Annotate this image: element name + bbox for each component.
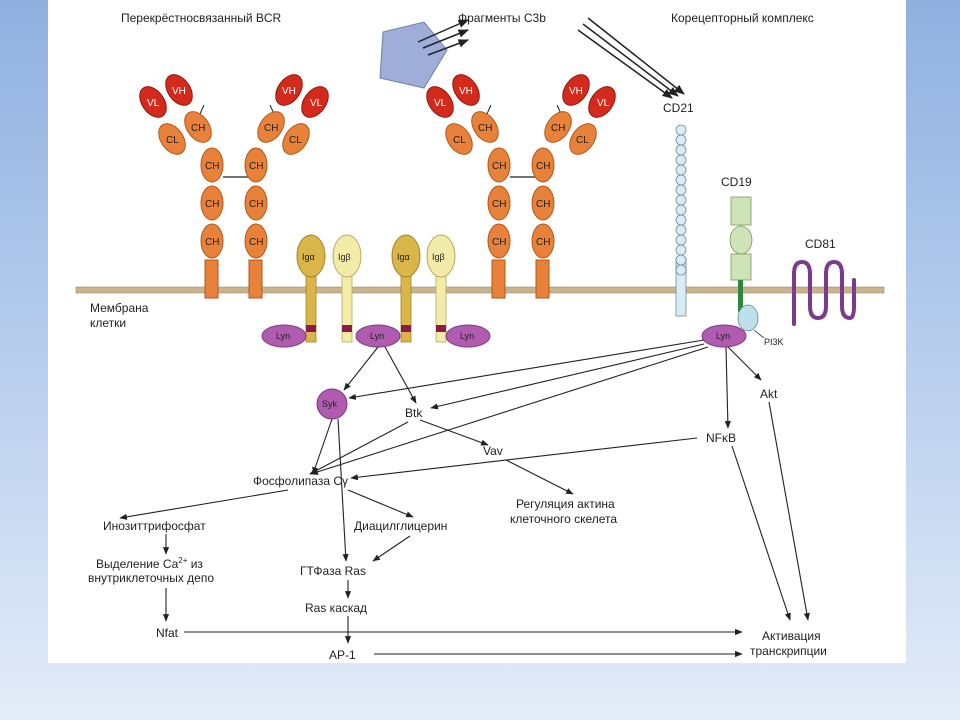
svg-text:CH: CH <box>536 161 550 172</box>
svg-text:CD21: CD21 <box>663 101 694 115</box>
svg-text:CH: CH <box>249 199 263 210</box>
svg-text:VH: VH <box>282 86 296 97</box>
bcr-left: CH CH CH CH CH CH CH CH CL CL VH VL VH V… <box>139 74 329 299</box>
svg-text:CH: CH <box>205 161 219 172</box>
svg-text:CH: CH <box>249 161 263 172</box>
cell-membrane <box>75 286 885 294</box>
dag-label: Диацилглицерин <box>354 519 447 533</box>
nfkb-label: NFκB <box>706 431 736 445</box>
membrane-label-line2: клетки <box>90 316 126 330</box>
antigen-arrows <box>417 19 469 56</box>
bcr-signaling-diagram: Перекрёстносвязанный BCR Фрагменты C3b К… <box>75 11 885 662</box>
svg-text:CD81: CD81 <box>805 237 836 251</box>
svg-text:Lyn: Lyn <box>276 331 290 341</box>
svg-text:VL: VL <box>310 98 323 109</box>
bcr-right: CH CH CH CH CH CH CH CH CL CL VH VL VH V… <box>426 74 616 299</box>
btk-label: Btk <box>405 406 423 420</box>
svg-text:CH: CH <box>536 237 550 248</box>
svg-text:Lyn: Lyn <box>716 331 730 341</box>
svg-text:CH: CH <box>249 237 263 248</box>
svg-text:CH: CH <box>205 237 219 248</box>
lyn-kinases: Lyn Lyn Lyn Lyn <box>261 324 747 348</box>
transcription-label-line2: транскрипции <box>750 644 827 658</box>
svg-text:CH: CH <box>191 123 205 134</box>
svg-text:CH: CH <box>492 199 506 210</box>
ap1-label: AP-1 <box>329 648 356 662</box>
akt-label: Akt <box>760 387 778 401</box>
igb-label: Igβ <box>338 252 351 262</box>
svg-text:CL: CL <box>453 135 466 146</box>
ras-label: ГТФаза Ras <box>300 564 366 578</box>
plcg-label: Фосфолипаза Cγ <box>253 474 348 488</box>
antigen-pentagon <box>379 21 448 89</box>
svg-text:Lyn: Lyn <box>370 331 384 341</box>
ca-release-line2: внутриклеточных депо <box>88 571 214 585</box>
svg-text:CH: CH <box>205 199 219 210</box>
cd19-receptor: CD19 PI3K <box>721 175 784 347</box>
svg-text:CD19: CD19 <box>721 175 752 189</box>
signaling-arrows <box>119 339 810 658</box>
svg-text:CL: CL <box>289 135 302 146</box>
syk-label: Syk <box>322 399 338 409</box>
svg-text:VH: VH <box>569 86 583 97</box>
pi3k-shape <box>737 304 759 332</box>
actin-label-line1: Регуляция актина <box>516 497 615 511</box>
pi3k-label: PI3K <box>764 337 784 347</box>
vav-label: Vav <box>483 444 503 458</box>
svg-text:CH: CH <box>478 123 492 134</box>
svg-text:CH: CH <box>492 161 506 172</box>
igb-label: Igβ <box>432 252 445 262</box>
svg-text:Lyn: Lyn <box>460 331 474 341</box>
membrane-label-line1: Мембрана <box>90 301 149 315</box>
ca-release-line1: Выделение Ca2+ из <box>96 556 203 571</box>
svg-text:CL: CL <box>166 135 179 146</box>
svg-text:VL: VL <box>434 98 447 109</box>
svg-text:CH: CH <box>264 123 278 134</box>
diagram-panel: Перекрёстносвязанный BCR Фрагменты C3b К… <box>48 0 906 663</box>
ip3-label: Инозиттрифосфат <box>103 519 206 533</box>
title-c3b: Фрагменты C3b <box>458 11 546 25</box>
ig-alpha-beta-pair-2: Igα Igβ <box>391 234 456 343</box>
title-coreceptor: Корецепторный комплекс <box>671 11 814 25</box>
actin-label-line2: клеточного скелета <box>510 512 617 526</box>
svg-text:VH: VH <box>459 86 473 97</box>
svg-text:CH: CH <box>536 199 550 210</box>
svg-text:VH: VH <box>172 86 186 97</box>
nfat-label: Nfat <box>156 626 179 640</box>
iga-label: Igα <box>397 252 410 262</box>
svg-text:CH: CH <box>551 123 565 134</box>
title-bcr: Перекрёстносвязанный BCR <box>121 11 282 25</box>
cd21-receptor: CD21 <box>663 101 694 317</box>
ras-cascade-label: Ras каскад <box>305 601 367 615</box>
transcription-label-line1: Активация <box>762 629 821 643</box>
svg-text:CH: CH <box>492 237 506 248</box>
svg-text:VL: VL <box>597 98 610 109</box>
c3b-to-cd21-arrows <box>577 17 685 99</box>
ig-alpha-beta-pair-1: Igα Igβ <box>296 234 362 343</box>
svg-text:CL: CL <box>576 135 589 146</box>
cd81-receptor: CD81 <box>792 237 856 326</box>
svg-text:VL: VL <box>147 98 160 109</box>
iga-label: Igα <box>302 252 315 262</box>
